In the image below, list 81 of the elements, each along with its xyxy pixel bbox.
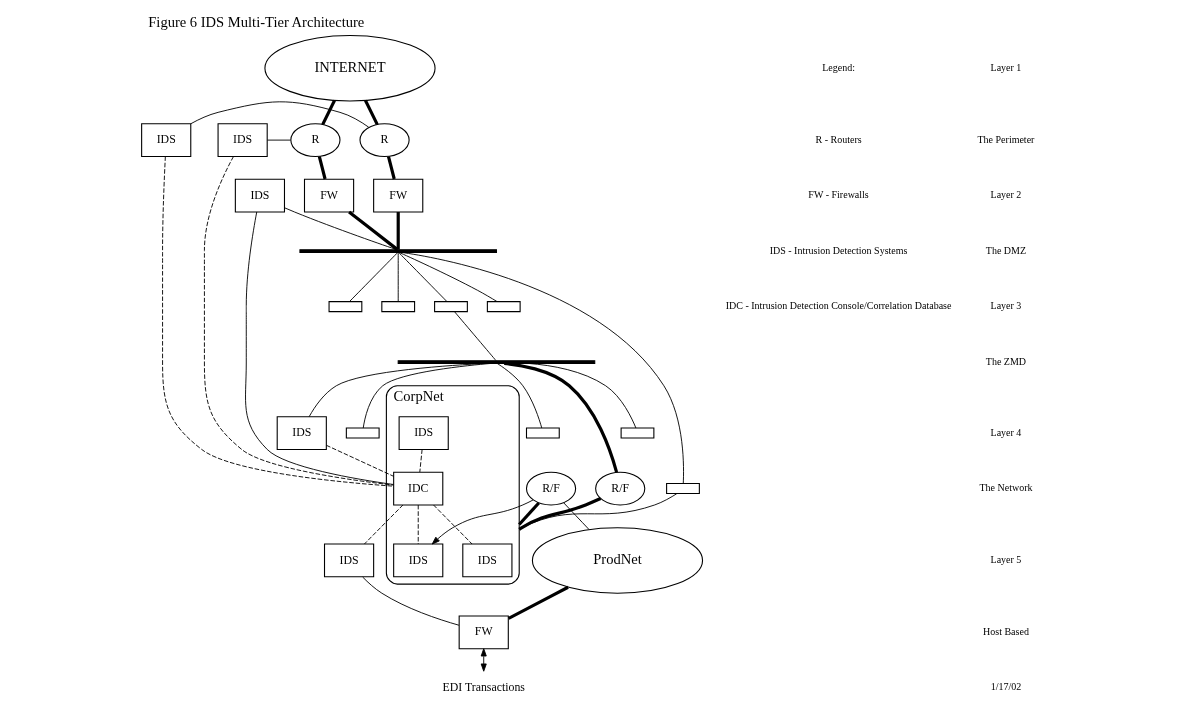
node-box: IDC: [393, 471, 444, 506]
connector: [528, 363, 637, 429]
connector: [362, 576, 460, 626]
connector: [401, 252, 684, 484]
connector: [563, 502, 590, 530]
connector: [326, 444, 394, 477]
connector: [190, 101, 370, 128]
node-ellipse: R: [290, 123, 341, 157]
connector: [504, 361, 619, 473]
node-box: IDS: [462, 543, 513, 578]
label: Layer 2: [990, 189, 1022, 201]
node-box: FW: [373, 178, 424, 213]
label: IDS - Intrusion Detection Systems: [769, 244, 908, 256]
node-box: FW: [458, 615, 509, 650]
connector: [398, 252, 498, 302]
label: Layer 3: [990, 300, 1022, 312]
node-box: [381, 301, 416, 313]
label: 1/17/02: [990, 681, 1022, 693]
node-ellipse: R/F: [595, 471, 646, 506]
label: The DMZ: [985, 244, 1027, 256]
connector: [518, 497, 602, 531]
node-box: IDS: [141, 123, 192, 157]
node-box: IDS: [217, 123, 268, 157]
label: IDC - Intrusion Detection Console/Correlation Database: [725, 300, 952, 312]
node-text: EDI Transactions: [442, 679, 525, 694]
label: Legend:: [822, 61, 855, 73]
label: The Perimeter: [977, 133, 1035, 145]
connector: [308, 363, 487, 418]
connector: [364, 99, 379, 126]
node-ellipse: INTERNET: [264, 34, 436, 102]
label: The ZMD: [985, 355, 1027, 367]
connector: [518, 493, 678, 530]
diagram-title: Figure 6 IDS Multi-Tier Architecture: [148, 14, 365, 31]
label: FW - Firewalls: [808, 189, 869, 201]
connector: [245, 211, 395, 485]
node-ellipse: ProdNet: [531, 527, 704, 594]
connector: [162, 156, 394, 487]
connector: [349, 252, 399, 302]
node-box: [525, 427, 560, 439]
node-ellipse: R: [359, 123, 410, 157]
label: R - Routers: [815, 133, 862, 145]
label: Layer 5: [990, 553, 1022, 565]
node-bar: [299, 249, 497, 253]
label: Layer 1: [990, 61, 1022, 73]
connector: [398, 252, 448, 302]
node-box: [486, 301, 521, 313]
connector: [386, 156, 396, 180]
connector: [518, 501, 540, 526]
node-box: IDS: [234, 178, 286, 213]
connector: [419, 449, 423, 473]
node-box: IDS: [323, 543, 375, 578]
arrow: [431, 499, 534, 545]
connector: [396, 212, 400, 250]
label: Host Based: [983, 625, 1029, 637]
node-box: [345, 427, 380, 439]
node-box: [666, 483, 700, 495]
node-ellipse: R/F: [525, 471, 577, 506]
connector: [284, 207, 398, 251]
node-box: IDS: [398, 416, 449, 450]
label: The Network: [979, 482, 1033, 494]
label: Layer 4: [990, 426, 1022, 438]
connector: [266, 139, 292, 141]
connector: [362, 363, 491, 429]
node-box: FW: [303, 178, 355, 213]
node-box: [328, 301, 363, 313]
connector: [507, 585, 569, 620]
node-box: [620, 427, 655, 439]
node-box: IDS: [393, 543, 444, 578]
connector: [454, 311, 497, 361]
connector: [496, 363, 543, 429]
connector: [397, 252, 399, 302]
connector: [203, 156, 394, 486]
connector: [417, 504, 419, 545]
connector: [317, 156, 327, 180]
node-box: IDS: [276, 416, 327, 450]
connector: [433, 504, 473, 545]
connector: [348, 210, 399, 251]
node-bar: [397, 360, 596, 364]
node-box: [434, 301, 468, 313]
connector: [321, 99, 336, 126]
connector: [363, 504, 404, 545]
